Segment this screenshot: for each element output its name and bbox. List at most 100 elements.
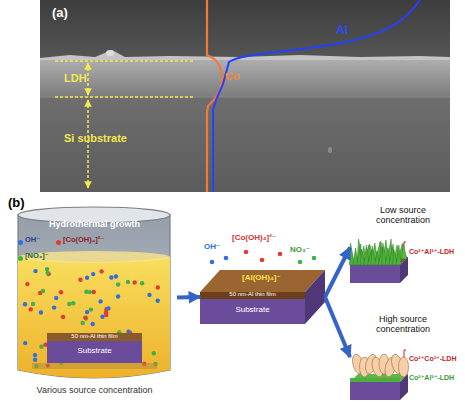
ion-dot: [52, 305, 56, 309]
beaker-liquid: [18, 257, 170, 378]
ion-dot: [104, 313, 108, 317]
sem-ldh-surface: [40, 50, 450, 60]
film-label: 50 nm-Al thin film: [47, 333, 142, 340]
ion-dot: [140, 281, 144, 285]
al-film-edge: [200, 292, 305, 299]
ion-dot: [31, 302, 35, 306]
ion-dot: [39, 345, 43, 349]
ion-dot: [59, 290, 63, 294]
ion-dot: [39, 310, 43, 314]
phase-label: Co²⁺Al³⁺-LDH: [409, 248, 454, 256]
legend-text: [NO₃]⁻: [25, 252, 49, 260]
condition-heading: High source concentration: [362, 314, 444, 335]
substrate-label: Substrate: [47, 346, 142, 355]
ion-dot: [83, 315, 87, 319]
ion-dot: [133, 280, 137, 284]
ion-dot: [114, 274, 118, 278]
sem-ldh-layer: [40, 58, 450, 97]
substrate-label: Substrate: [200, 305, 305, 314]
ion-dot: [260, 258, 265, 263]
legend-swatch: [18, 256, 23, 261]
ion-dot: [91, 272, 95, 276]
beaker-vessel: Hydrothermal growthVarious source concen…: [12, 205, 177, 390]
layer-label: Si substrate: [64, 132, 127, 144]
ldh-result: Low source concentration: [350, 205, 450, 290]
element-label: Al: [336, 24, 348, 37]
legend-swatch: [56, 240, 61, 245]
flow-arrow: [177, 295, 200, 300]
ion-dot: [91, 322, 95, 326]
layer-label: LDH: [64, 72, 87, 84]
ion-dot: [85, 310, 89, 314]
ion-label: NO₃⁻: [290, 246, 310, 255]
substrate-side: [305, 270, 325, 324]
ion-dot: [89, 307, 93, 311]
sem-si-substrate: [40, 97, 450, 192]
ion-dot: [41, 289, 45, 293]
substrate-side: [400, 374, 408, 400]
ion-dot: [224, 256, 229, 261]
ion-label: [Co(OH)₄]²⁻: [232, 234, 276, 243]
sem-image: [40, 0, 450, 192]
ldh-spike: [396, 245, 401, 265]
ion-label: [Al(OH)₄]⁻: [242, 274, 281, 283]
ion-dot: [71, 301, 75, 305]
ion-dot: [23, 341, 27, 345]
ion-dot: [278, 252, 283, 257]
ion-dot: [244, 250, 249, 255]
al-film-top: [200, 270, 325, 292]
panel-letter: (b): [8, 196, 25, 210]
substrate-front: [200, 299, 305, 324]
beaker-caption: Various source concentration: [2, 385, 187, 395]
ion-dot: [210, 260, 215, 265]
guide-line: [55, 96, 195, 98]
ion-dot: [33, 358, 37, 362]
ldh-platelet: [399, 357, 409, 377]
ion-dot: [78, 278, 82, 282]
ion-dot: [116, 282, 120, 286]
substrate-slab: 50 nm-Al thin filmSubstrate: [47, 333, 142, 363]
substrate-front: [350, 382, 400, 400]
sem-speckle: [328, 147, 332, 153]
ion-dot: [147, 293, 151, 297]
ion-dot: [312, 256, 317, 261]
al-profile: [213, 0, 420, 192]
phase-label: Co²⁺Al³⁺-LDH: [409, 374, 454, 382]
ldh-base-layer: [350, 378, 400, 382]
legend-text: [Co(OH)₄]²⁻: [63, 236, 104, 244]
ion-dot: [156, 299, 160, 303]
ion-dot: [156, 285, 160, 289]
ion-dot: [109, 275, 113, 279]
ion-dot: [298, 260, 303, 265]
ion-dot: [98, 299, 102, 303]
ion-dot: [45, 267, 49, 271]
substrate-front: [350, 265, 400, 283]
ion-dot: [92, 290, 96, 294]
ion-dot: [61, 315, 65, 319]
sem-speckle: [106, 50, 114, 56]
liquid-surface: [18, 251, 170, 263]
ion-dot: [25, 282, 29, 286]
co-profile: [207, 0, 222, 192]
substrate-slab: 50 nm-Al thin filmSubstrate: [200, 262, 325, 332]
legend-text: OH⁻: [25, 236, 40, 244]
sem-interface: [40, 97, 450, 98]
ion-dot: [67, 302, 71, 306]
ion-dot: [33, 269, 37, 273]
film-label: 50 nm-Al thin film: [200, 291, 305, 298]
ion-dot: [23, 302, 27, 306]
ion-dot: [116, 294, 120, 298]
ion-label: OH⁻: [204, 243, 220, 252]
beaker-heading: Hydrothermal growth: [12, 219, 177, 229]
ion-dot: [54, 296, 58, 300]
legend-swatch: [18, 240, 23, 245]
ion-dot: [29, 307, 33, 311]
ion-dot: [152, 351, 156, 355]
ion-dot: [81, 321, 85, 325]
flow-arrow: [325, 297, 350, 357]
ion-dot: [33, 353, 37, 357]
ion-dot: [84, 316, 88, 320]
